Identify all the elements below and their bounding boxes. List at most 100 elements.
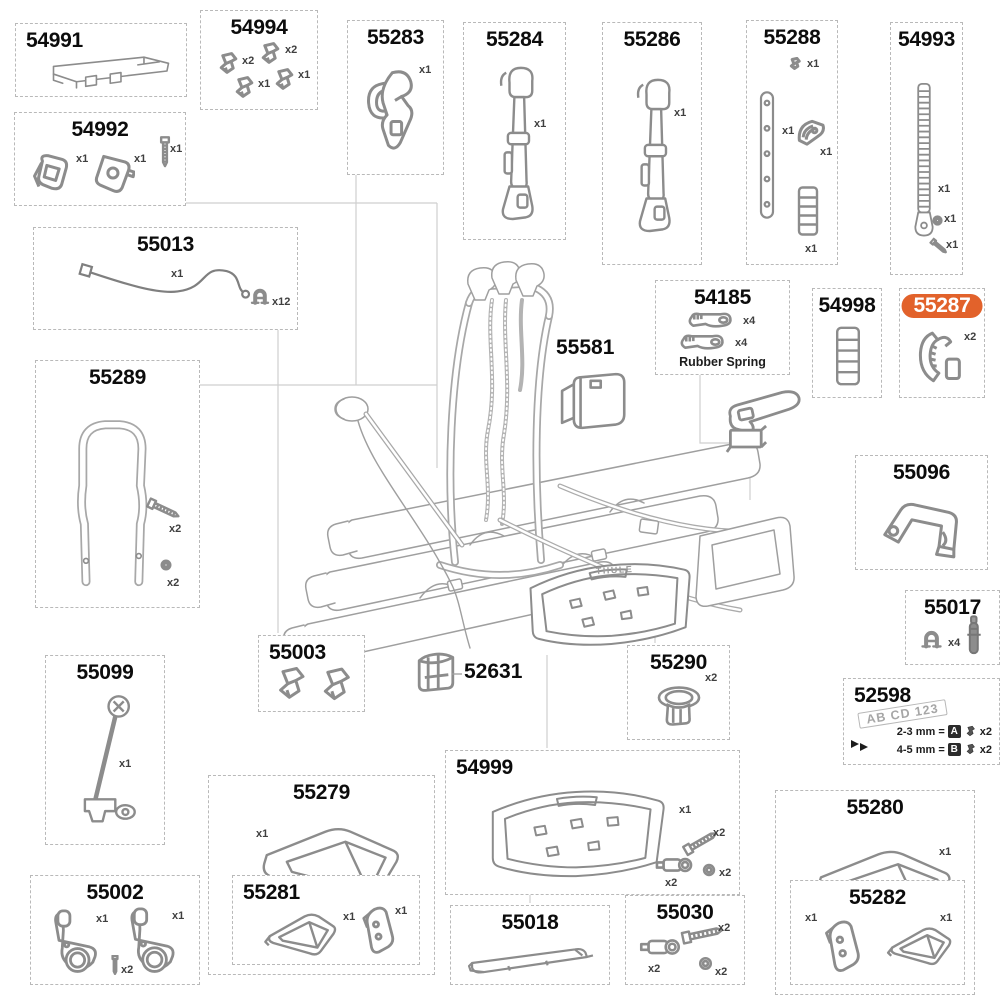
quantity-label: x1 (938, 183, 951, 195)
size-range-b: 4-5 mm = (896, 743, 945, 756)
quantity-label: x4 (743, 315, 756, 327)
part-number-54994[interactable]: 54994 (230, 16, 288, 39)
part-number-54999[interactable]: 54999 (456, 756, 513, 779)
part-number-55003[interactable]: 55003 (269, 641, 326, 664)
part-number-55280[interactable]: 55280 (846, 796, 904, 819)
part-number-55581[interactable]: 55581 (556, 336, 615, 359)
nut-icon (702, 863, 716, 877)
clip-icon (966, 725, 975, 737)
endcap-icon (813, 915, 869, 977)
quantity-label: x2 (121, 964, 134, 976)
ribbed-block-icon (793, 183, 823, 239)
ribbed-block-icon (830, 322, 866, 390)
part-number-55282[interactable]: 55282 (849, 886, 906, 909)
quantity-label: x1 (782, 125, 795, 137)
part-number-54992[interactable]: 54992 (71, 118, 129, 141)
quantity-label: x4 (948, 637, 961, 649)
part-box-55018[interactable]: 55018 (450, 905, 610, 985)
quantity-label: x1 (805, 912, 818, 924)
plateholder-icon (478, 779, 674, 883)
clip-size-row-a: 2-3 mm = A x2 (897, 725, 992, 738)
clip-icon (271, 67, 297, 93)
part-number-52598[interactable]: 52598 (854, 684, 911, 707)
cover-sm-icon (257, 906, 343, 958)
part-box-55287[interactable]: 55287 x2 (899, 288, 985, 398)
part-box-55099[interactable]: 55099 x1 (45, 655, 165, 845)
part-number-55099[interactable]: 55099 (76, 661, 134, 684)
part-number-55286[interactable]: 55286 (623, 28, 681, 51)
part-number-52631[interactable]: 52631 (464, 660, 523, 683)
part-box-55286[interactable]: 55286 x1 (602, 22, 702, 265)
quantity-label: x1 (805, 243, 818, 255)
part-box-52598[interactable]: 52598 AB CD 123 2-3 mm = A x2 4-5 mm = B… (843, 678, 1000, 765)
screw-icon (110, 955, 120, 975)
part-box-54998[interactable]: 54998 (812, 288, 882, 398)
clip-icon (271, 663, 311, 706)
part-number-55281[interactable]: 55281 (243, 881, 300, 904)
quantity-label: x2 (964, 331, 977, 343)
strap-icon (755, 53, 779, 257)
hook-icon (362, 61, 428, 161)
spring-icon (674, 331, 732, 353)
quantity-label: x2 (242, 55, 255, 67)
part-number-55289[interactable]: 55289 (89, 366, 146, 389)
part-number-54991[interactable]: 54991 (26, 29, 83, 52)
part-number-55017[interactable]: 55017 (924, 596, 981, 619)
part-number-55284[interactable]: 55284 (486, 28, 543, 51)
part-box-55096[interactable]: 55096 (855, 455, 988, 570)
quantity-label: x1 (96, 913, 109, 925)
quantity-label: x1 (939, 846, 952, 858)
clip-icon (257, 41, 283, 67)
clip-u-icon (248, 282, 272, 306)
quantity-label: x4 (735, 337, 748, 349)
size-range-a: 2-3 mm = (896, 725, 945, 738)
clip-icon (966, 743, 975, 755)
part-number-55018[interactable]: 55018 (501, 911, 559, 934)
part-number-54185[interactable]: 54185 (694, 286, 751, 309)
part-box-55017[interactable]: 55017 x4 (905, 590, 1000, 665)
quantity-label: x1 (419, 64, 432, 76)
quantity-label: x1 (679, 804, 692, 816)
part-number-55290[interactable]: 55290 (650, 651, 707, 674)
part-box-55003[interactable]: 55003 (258, 635, 365, 712)
quantity-label: x1 (119, 758, 132, 770)
quantity-label: x1 (171, 268, 184, 280)
quantity-label: x1 (820, 146, 833, 158)
part-number-55030[interactable]: 55030 (656, 901, 714, 924)
part-box-55290[interactable]: 55290 x2 (627, 645, 730, 740)
part-number-55288[interactable]: 55288 (763, 26, 821, 49)
part-box-55283[interactable]: 55283 x1 (347, 20, 444, 175)
part-number-55287[interactable]: 55287 (901, 294, 983, 318)
quantity-label: x2 (648, 963, 661, 975)
part-number-55013[interactable]: 55013 (137, 233, 194, 256)
claw-icon (914, 326, 968, 389)
brand-text: THULE (596, 564, 634, 576)
part-number-55283[interactable]: 55283 (367, 26, 424, 49)
nut-icon (160, 559, 172, 571)
quantity-label: x1 (170, 143, 183, 155)
cover-sm-icon (883, 919, 955, 969)
part-box-54991[interactable]: 54991 (15, 23, 187, 97)
part-number-55279[interactable]: 55279 (293, 781, 350, 804)
quantity-label: x2 (979, 725, 992, 738)
part-number-54993[interactable]: 54993 (898, 28, 955, 51)
clip-icon (315, 665, 357, 706)
part-number-55096[interactable]: 55096 (893, 461, 950, 484)
part-number-55002[interactable]: 55002 (86, 881, 144, 904)
part-box-55284[interactable]: 55284 x1 (463, 22, 566, 240)
part-number-54998[interactable]: 54998 (818, 294, 876, 317)
